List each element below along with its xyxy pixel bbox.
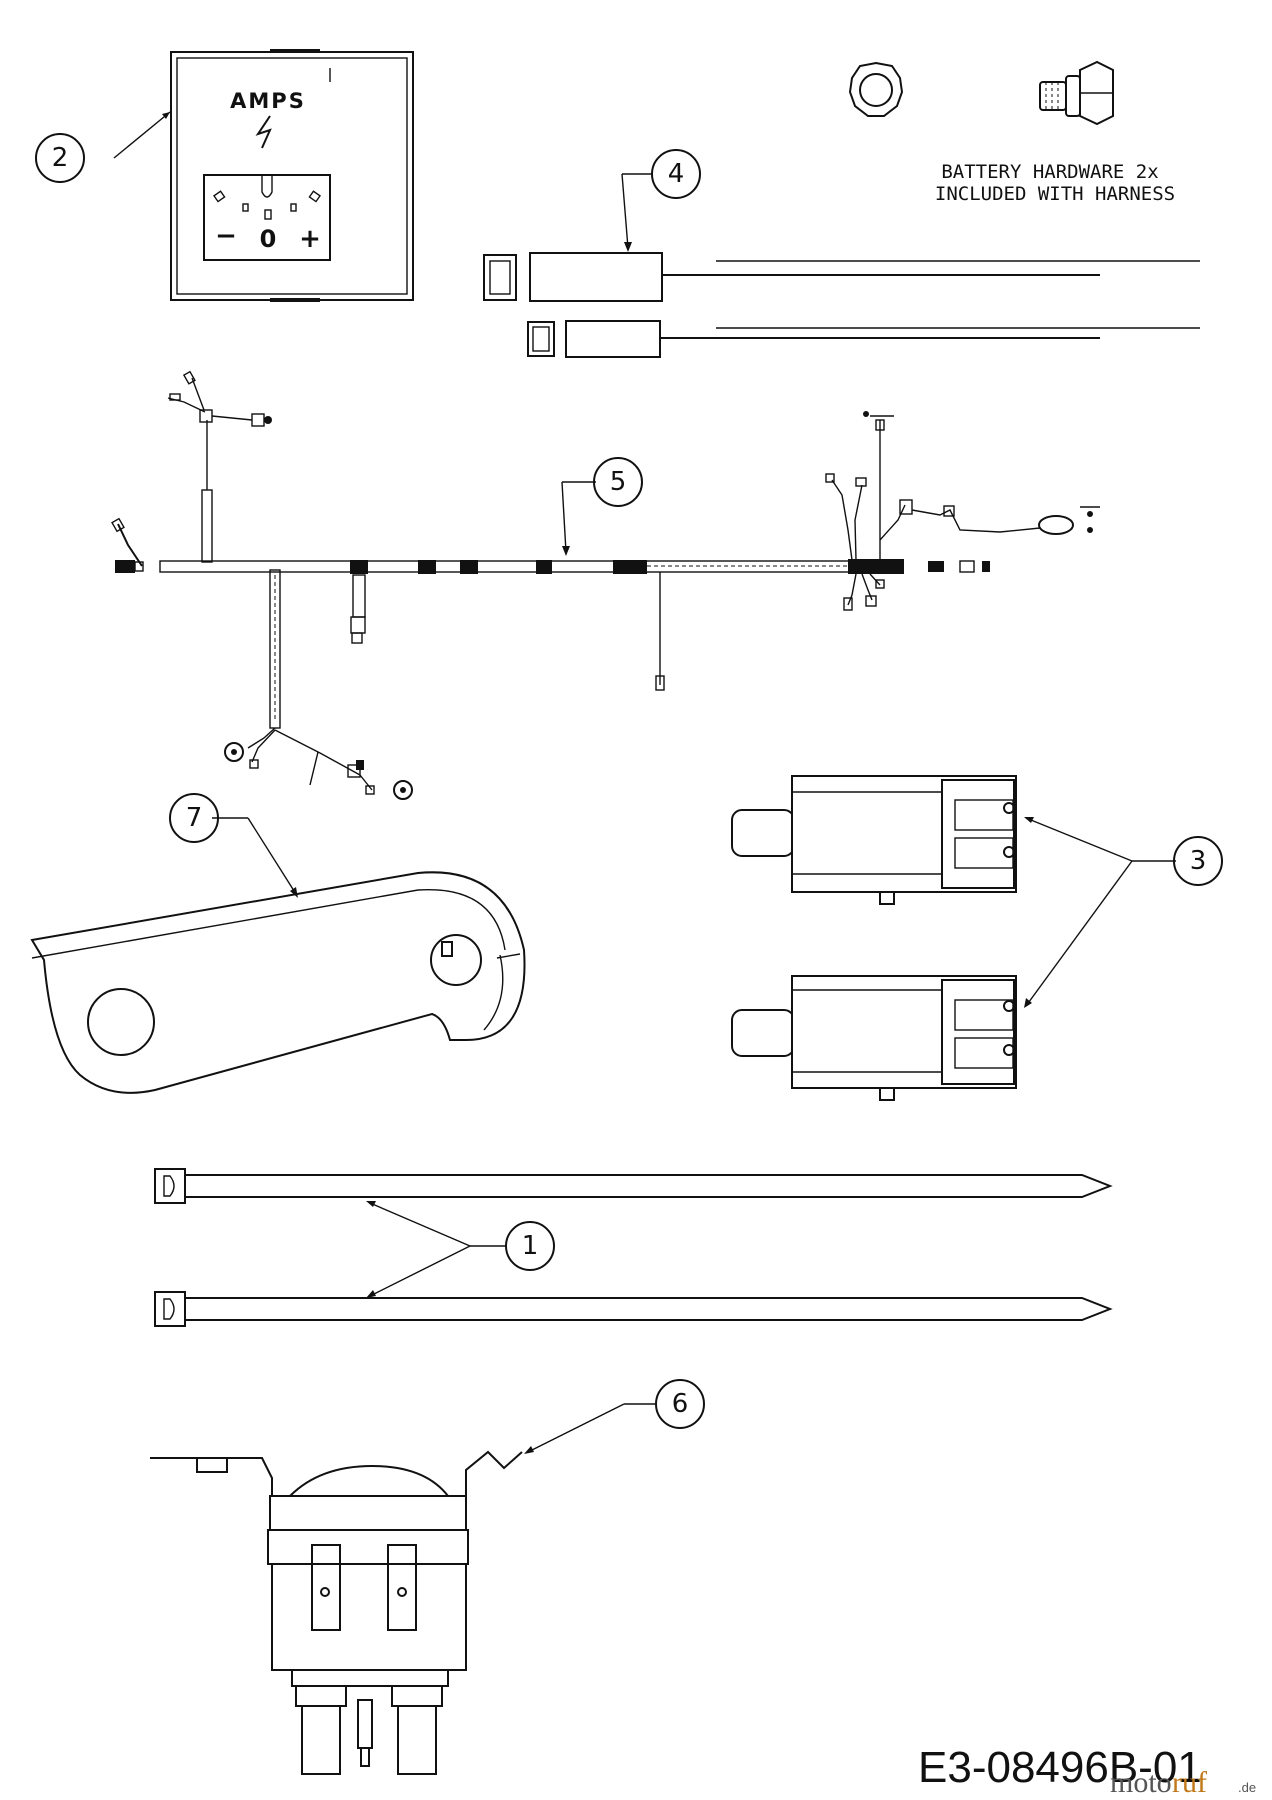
leader-lines	[113, 111, 1176, 1454]
svg-text:.de: .de	[1238, 1780, 1256, 1795]
gauge-title: AMPS	[230, 89, 306, 113]
hardware-note-line2: INCLUDED WITH HARNESS	[935, 183, 1175, 205]
svg-text:5: 5	[610, 467, 627, 497]
gauge-plus: +	[299, 224, 321, 254]
lightning-icon	[255, 115, 272, 149]
gauge-zero: 0	[260, 225, 277, 253]
callout-7: 7	[169, 793, 219, 843]
interlock-switch-top	[731, 775, 1017, 905]
watermark-logo: moto ruf .de	[1110, 1766, 1256, 1799]
svg-text:4: 4	[668, 159, 685, 189]
callout-6: 6	[655, 1379, 705, 1429]
gauge-dial	[203, 174, 331, 261]
battery-cables	[483, 252, 1200, 358]
svg-text:3: 3	[1190, 846, 1207, 876]
callout-4: 4	[651, 149, 701, 199]
svg-text:moto: moto	[1110, 1766, 1172, 1799]
cable-tie-top	[154, 1168, 1113, 1204]
cable-tie-bottom	[154, 1291, 1113, 1327]
svg-text:7: 7	[186, 803, 203, 833]
callout-3: 3	[1173, 836, 1223, 886]
battery-bolt	[1039, 60, 1114, 126]
gauge-minus: −	[215, 221, 237, 251]
battery-nut	[848, 61, 904, 117]
svg-text:1: 1	[522, 1231, 539, 1261]
ammeter-gauge: AMPS − 0 +	[170, 49, 414, 302]
callout-1: 1	[505, 1221, 555, 1271]
svg-text:2: 2	[52, 143, 69, 173]
drawing-code: E3-08496B-01	[918, 1743, 1202, 1792]
svg-text:ruf: ruf	[1172, 1766, 1207, 1799]
interlock-switch-bottom	[731, 975, 1017, 1101]
hardware-note-line1: BATTERY HARDWARE 2x	[941, 161, 1158, 183]
solenoid	[150, 1450, 523, 1775]
wiring-harness	[111, 370, 1100, 800]
callout-2: 2	[35, 133, 85, 183]
svg-text:6: 6	[672, 1389, 689, 1419]
bracket	[30, 871, 526, 1094]
callout-5: 5	[593, 457, 643, 507]
